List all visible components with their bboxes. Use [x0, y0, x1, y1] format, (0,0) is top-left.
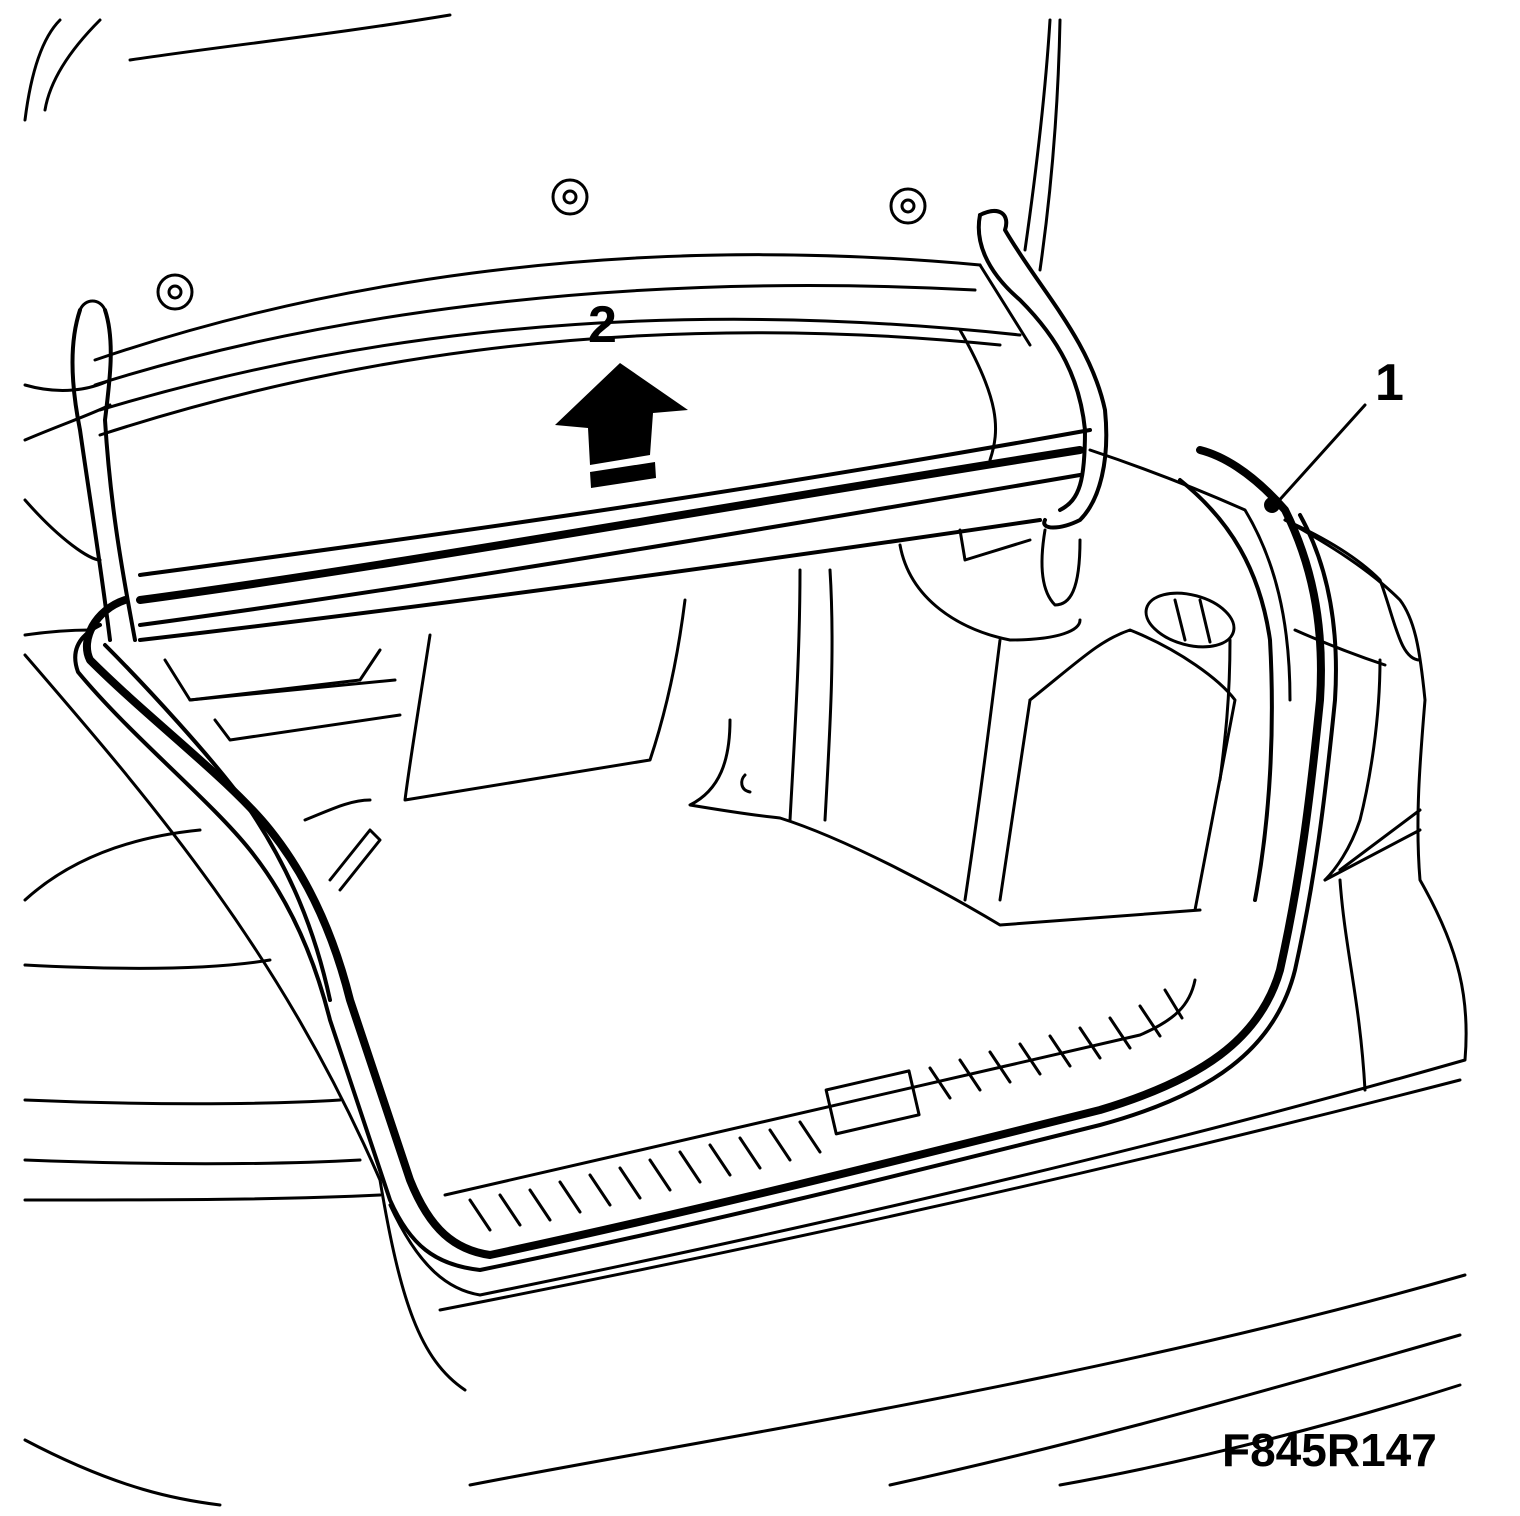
trunk-opening-seal [73, 446, 1338, 1272]
sill-plate [443, 978, 1197, 1232]
figure-reference: F845R147 [1222, 1424, 1437, 1476]
car-body [23, 13, 1468, 1507]
seal-strip [136, 428, 1092, 642]
lid-weatherstrip [70, 209, 1109, 642]
bolt-holes [156, 178, 927, 311]
trunk-interior [163, 568, 1237, 927]
leader-line-1 [1264, 403, 1367, 513]
trunk-lid [93, 253, 1082, 642]
callout-1: 1 [1375, 354, 1404, 412]
callout-2: 2 [588, 296, 617, 354]
arrow-up-icon [555, 363, 688, 488]
